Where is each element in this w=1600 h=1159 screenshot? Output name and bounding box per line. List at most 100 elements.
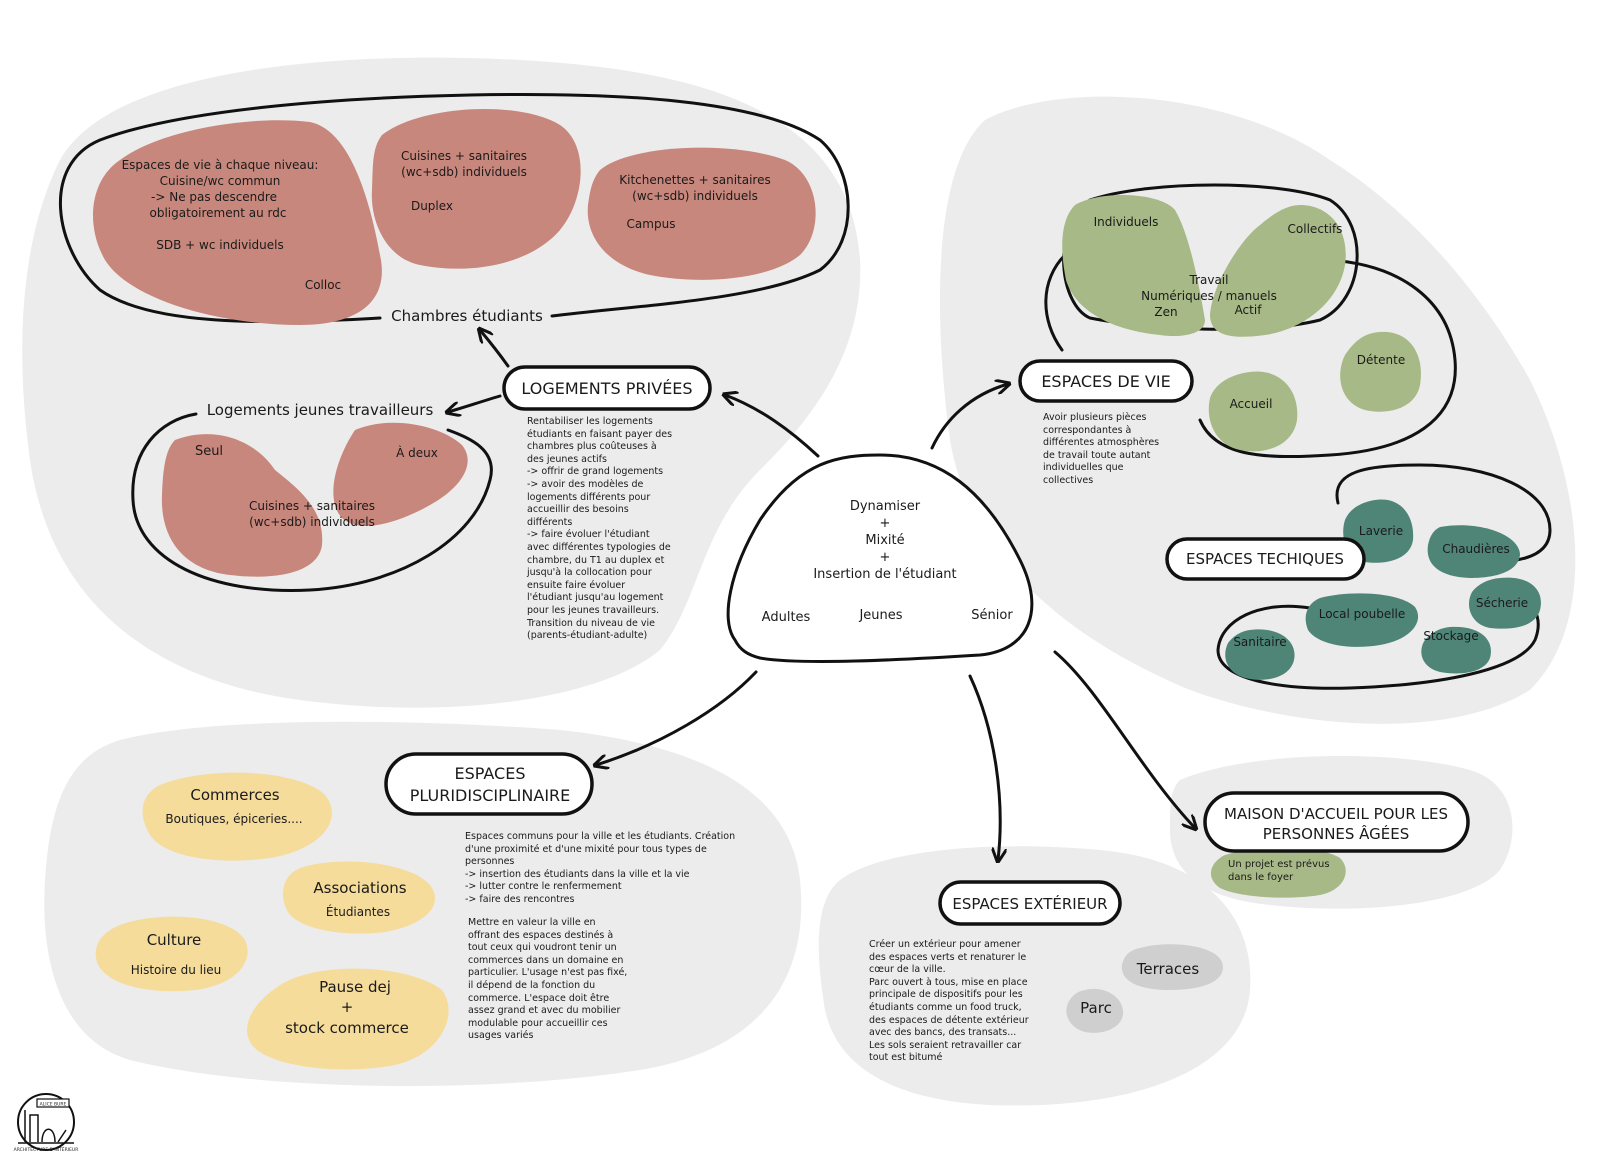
- actif-label: Actif: [1235, 303, 1263, 317]
- pluri-desc2-line: tout ceux qui voudront tenir un: [468, 942, 617, 954]
- exterieur-desc-line: étudiants comme un food truck,: [869, 1001, 1022, 1013]
- commerces-title: Commerces: [190, 786, 279, 804]
- duplex-line-1: Cuisines + sanitaires: [401, 149, 527, 163]
- pluri-desc2-line: commerces dans un domaine en: [468, 954, 624, 966]
- logements-desc-line: chambres plus coûteuses à: [527, 441, 657, 453]
- colloc-line-4: obligatoirement au rdc: [150, 206, 287, 220]
- vie-desc-line: différentes atmosphères: [1043, 437, 1160, 449]
- exterieur-desc-line: avec des bancs, des transats...: [869, 1027, 1017, 1039]
- logements-desc-line: différents: [527, 516, 573, 528]
- individuels-blob: [1062, 194, 1205, 337]
- vie-outline-left: [1044, 253, 1067, 352]
- pluri-desc1-line: -> insertion des étudiants dans la ville…: [465, 868, 690, 880]
- exterieur-desc-line: principale de dispositifs pour les: [869, 989, 1023, 1001]
- associations-title: Associations: [313, 879, 406, 897]
- maison-note-line-1: Un projet est prévus: [1228, 858, 1330, 870]
- commerces-blob: [142, 772, 332, 861]
- tech-outline-top: [1335, 463, 1552, 564]
- campus-blob: [587, 147, 816, 280]
- chaudieres-blob: [1427, 525, 1520, 578]
- center-text: Dynamiser + Mixité + Insertion de l'étud…: [762, 499, 1014, 625]
- logements-desc-line: étudiants en faisant payer des: [527, 428, 673, 440]
- vie-title: ESPACES DE VIE: [1041, 372, 1170, 391]
- exterieur-title: ESPACES EXTÉRIEUR: [952, 894, 1107, 913]
- logo-mark: [24, 1110, 67, 1143]
- logements-desc-line: Rentabiliser les logements: [527, 416, 653, 427]
- accueil-label: Accueil: [1230, 397, 1273, 411]
- pluri-description-2: Mettre en valeur la ville en offrant des…: [468, 917, 644, 1043]
- culture-title: Culture: [147, 931, 202, 949]
- vie-desc-line: collectives: [1043, 474, 1094, 486]
- cuisines-line-1: Cuisines + sanitaires: [249, 499, 375, 513]
- logements-description: Rentabiliser les logements étudiants en …: [527, 416, 677, 643]
- colloc-label: Colloc: [305, 278, 341, 292]
- pluri-desc2-line: commerce. L'espace doit être: [468, 992, 610, 1004]
- logements-desc-line: chambre, du T1 au duplex et: [527, 554, 665, 566]
- pause-line-2: +: [341, 998, 354, 1016]
- pluri-desc2-line: particulier. L'usage n'est pas fixé,: [468, 967, 628, 979]
- terraces-blob: [1121, 944, 1223, 990]
- pluri-title-line-1: ESPACES: [455, 764, 526, 783]
- colloc-blob: [93, 120, 382, 325]
- exterieur-background-blob: [818, 846, 1251, 1106]
- logements-desc-line: avec différentes typologies de: [527, 541, 671, 553]
- center-line-4: +: [880, 550, 891, 565]
- vie-desc-line: correspondantes à: [1043, 424, 1132, 436]
- accueil-blob: [1208, 371, 1298, 452]
- center-line-1: Dynamiser: [850, 499, 921, 514]
- logements-desc-line: des jeunes actifs: [527, 453, 607, 465]
- tech-item-chaudieres: Chaudières: [1442, 542, 1510, 556]
- arrow-to-exterieur: [968, 674, 1000, 860]
- logements-title: LOGEMENTS PRIVÉES: [521, 379, 692, 398]
- travail-line-2: Numériques / manuels: [1141, 289, 1277, 303]
- arrow-to-pluri: [596, 670, 758, 765]
- exterieur-desc-line: Les sols seraient retravailler car: [869, 1039, 1022, 1051]
- center-line-3: Mixité: [865, 533, 904, 548]
- logements-desc-line: accueillir des besoins: [527, 504, 629, 516]
- pluri-desc2-line: usages variés: [468, 1030, 534, 1042]
- campus-text: Kitchenettes + sanitaires (wc+sdb) indiv…: [619, 173, 770, 231]
- exterieur-desc-line: des espaces de détente extérieur: [869, 1014, 1029, 1026]
- center-line-2: +: [880, 516, 891, 531]
- tech-outline-bottom: [1216, 588, 1540, 690]
- collectifs-label: Collectifs: [1288, 222, 1343, 236]
- colloc-text: Espaces de vie à chaque niveau: Cuisine/…: [122, 158, 342, 292]
- logo: ALICE BURE ARCHITECTURE D'INTÉRIEUR: [14, 1093, 78, 1153]
- exterieur-desc-line: Créer un extérieur pour amener: [869, 939, 1021, 950]
- center-node: [726, 453, 1034, 663]
- detente-label: Détente: [1357, 353, 1405, 367]
- pluri-desc2-line: il dépend de la fonction du: [468, 979, 596, 991]
- colloc-line-1: Espaces de vie à chaque niveau:: [122, 158, 319, 172]
- vie-desc-line: Avoir plusieurs pièces: [1043, 412, 1147, 423]
- chambres-outline: [58, 92, 850, 324]
- pluri-desc1-line: personnes: [465, 856, 515, 868]
- arrow-to-maison: [1053, 650, 1195, 828]
- culture-blob: [95, 916, 248, 992]
- tech-item-sanitaire: Sanitaire: [1233, 635, 1286, 649]
- stockage-blob: [1421, 626, 1491, 674]
- duplex-text: Cuisines + sanitaires (wc+sdb) individue…: [401, 149, 527, 213]
- colloc-line-3: -> Ne pas descendre: [151, 190, 277, 204]
- pause-line-3: stock commerce: [285, 1019, 409, 1037]
- exterieur-desc-line: des espaces verts et renaturer le: [869, 951, 1027, 963]
- vie-outline-top: [1062, 183, 1359, 331]
- associations-sub: Étudiantes: [326, 904, 390, 919]
- tech-item-laverie: Laverie: [1359, 524, 1403, 538]
- collectifs-blob: [1210, 205, 1346, 337]
- vie-desc-line: de travail toute autant: [1043, 449, 1151, 461]
- vie-title-pill: [1018, 359, 1194, 403]
- a-deux-label: À deux: [396, 445, 438, 460]
- detente-blob: [1340, 331, 1421, 412]
- maison-title-line-2: PERSONNES ÂGÉES: [1263, 824, 1410, 843]
- pluri-desc2-line: assez grand et avec du mobilier: [468, 1005, 621, 1017]
- colloc-line-5: SDB + wc individuels: [156, 238, 284, 252]
- exterieur-title-pill: [938, 880, 1122, 926]
- logo-badge-text: ALICE BURE: [40, 1102, 67, 1108]
- logements-title-pill: [502, 365, 712, 411]
- tech-item-local-poubelle: Local poubelle: [1319, 607, 1406, 621]
- arrow-to-chambres: [480, 330, 510, 368]
- individuels-label: Individuels: [1094, 215, 1159, 229]
- pluri-desc1-line: d'une proximité et d'une mixité pour tou…: [465, 843, 707, 855]
